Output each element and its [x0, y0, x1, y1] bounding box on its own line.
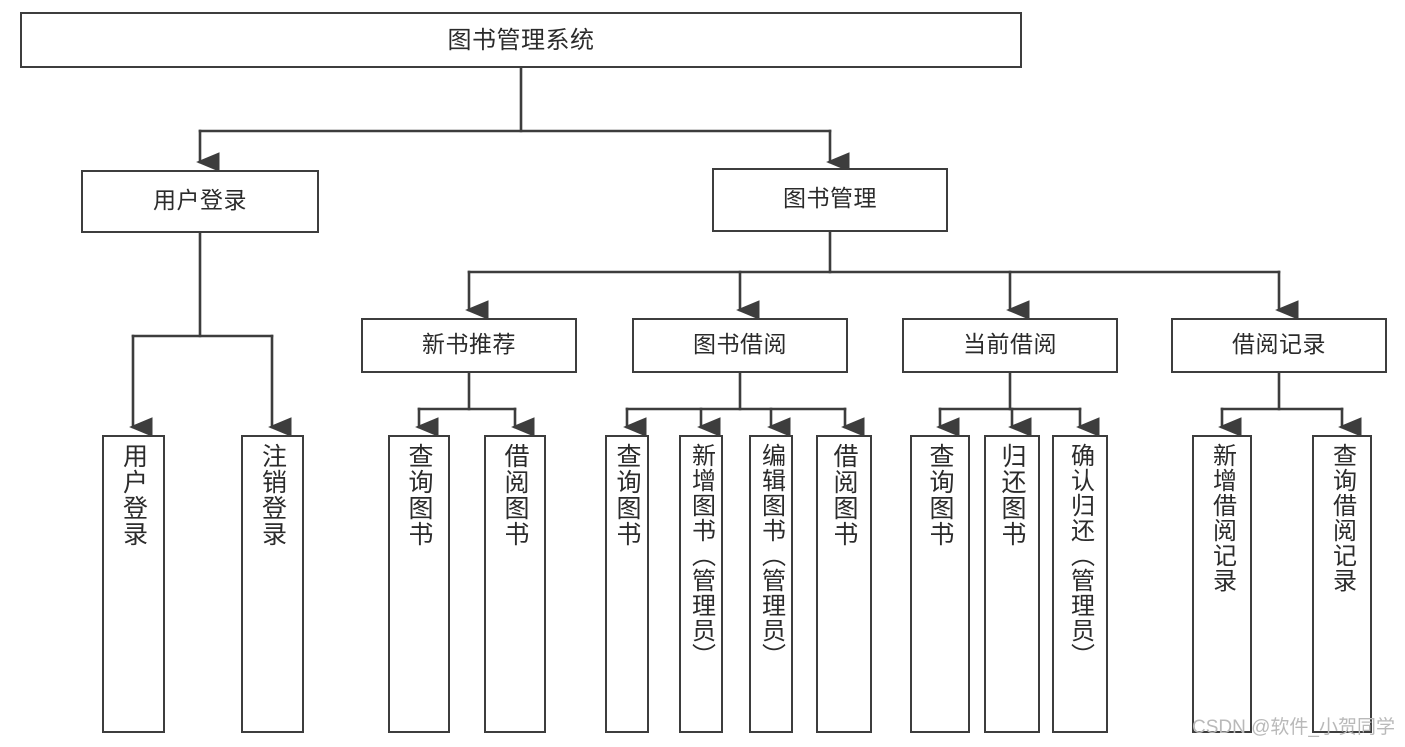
node-label: 查询图书 — [405, 443, 434, 547]
node-book-borrow[interactable]: 图书借阅 — [632, 318, 848, 373]
node-leaf-borrow-book-2[interactable]: 借阅图书 — [816, 435, 872, 733]
node-current-borrow[interactable]: 当前借阅 — [902, 318, 1118, 373]
node-leaf-query-record[interactable]: 查询借阅记录 — [1312, 435, 1372, 733]
node-new-book-recommend[interactable]: 新书推荐 — [361, 318, 577, 373]
node-leaf-confirm-return[interactable]: 确认归还（管理员） — [1052, 435, 1108, 733]
node-leaf-query-book-1[interactable]: 查询图书 — [388, 435, 450, 733]
node-root-system[interactable]: 图书管理系统 — [20, 12, 1022, 68]
node-label: 用户登录 — [119, 443, 149, 547]
node-borrow-record[interactable]: 借阅记录 — [1171, 318, 1387, 373]
node-label: 新增图书（管理员） — [687, 443, 716, 668]
node-label: 归还图书 — [998, 443, 1027, 547]
node-label: 注销登录 — [258, 443, 288, 547]
node-leaf-borrow-book-1[interactable]: 借阅图书 — [484, 435, 546, 733]
node-leaf-query-book-2[interactable]: 查询图书 — [605, 435, 649, 733]
node-label: 查询图书 — [926, 443, 955, 547]
node-leaf-edit-book[interactable]: 编辑图书（管理员） — [749, 435, 793, 733]
node-label: 借阅图书 — [501, 443, 530, 547]
node-leaf-query-book-3[interactable]: 查询图书 — [910, 435, 970, 733]
node-label: 新增借阅记录 — [1208, 443, 1237, 593]
node-label: 确认归还（管理员） — [1066, 443, 1095, 668]
node-leaf-user-login[interactable]: 用户登录 — [102, 435, 165, 733]
node-label: 查询图书 — [613, 443, 642, 547]
node-label: 当前借阅 — [963, 331, 1057, 358]
node-leaf-add-record[interactable]: 新增借阅记录 — [1192, 435, 1252, 733]
node-user-login[interactable]: 用户登录 — [81, 170, 319, 233]
node-label: 图书管理系统 — [447, 25, 595, 54]
node-leaf-return-book[interactable]: 归还图书 — [984, 435, 1040, 733]
node-label: 编辑图书（管理员） — [757, 443, 786, 668]
csdn-watermark: CSDN @软件_小贺同学 — [1192, 717, 1395, 738]
node-label: 新书推荐 — [422, 331, 516, 358]
node-label: 借阅图书 — [830, 443, 859, 547]
node-leaf-add-book[interactable]: 新增图书（管理员） — [679, 435, 723, 733]
node-label: 查询借阅记录 — [1328, 443, 1357, 593]
node-book-management[interactable]: 图书管理 — [712, 168, 948, 232]
node-label: 借阅记录 — [1232, 331, 1326, 358]
node-label: 图书借阅 — [693, 331, 787, 358]
node-leaf-logout[interactable]: 注销登录 — [241, 435, 304, 733]
node-label: 用户登录 — [153, 187, 247, 214]
node-label: 图书管理 — [783, 186, 877, 213]
